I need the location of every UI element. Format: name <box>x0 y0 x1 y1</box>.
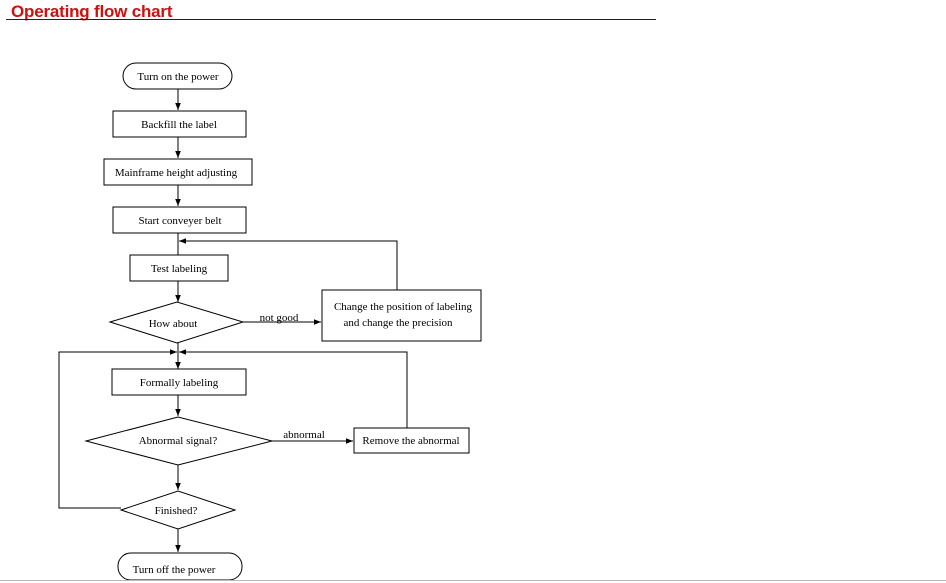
node-change-line1: Change the position of labeling <box>334 301 473 313</box>
node-power-on: Turn on the power <box>122 62 233 90</box>
edge-remove-loop-back <box>179 349 408 428</box>
node-backfill: Backfill the label <box>112 110 247 138</box>
node-backfill-label: Backfill the label <box>141 119 217 131</box>
node-change-position: Change the position of labeling and chan… <box>321 289 482 342</box>
node-finished: Finished? <box>119 490 237 530</box>
node-conveyer: Start conveyer belt <box>112 206 247 234</box>
node-mainframe-label: Mainframe height adjusting <box>115 167 238 179</box>
node-change-line2: and change the precision <box>343 317 453 329</box>
node-abnormal-signal-label: Abnormal signal? <box>139 435 218 447</box>
edge-label-abnormal: abnormal <box>283 429 325 441</box>
edge-change-loop-back <box>179 238 398 290</box>
node-abnormal-signal: Abnormal signal? <box>84 416 273 466</box>
node-how-about-label: How about <box>149 318 198 330</box>
node-conveyer-label: Start conveyer belt <box>138 215 221 227</box>
node-finished-label: Finished? <box>155 505 198 517</box>
node-formally-label: Formally labeling <box>140 377 219 389</box>
edge-label-not-good: not good <box>260 312 299 324</box>
page-bottom-divider <box>0 580 946 581</box>
node-mainframe: Mainframe height adjusting <box>103 158 253 186</box>
page-title: Operating flow chart <box>11 2 173 21</box>
connectors <box>58 89 408 552</box>
node-remove-abnormal-label: Remove the abnormal <box>362 435 459 447</box>
node-formally-labeling: Formally labeling <box>111 368 247 396</box>
node-test-labeling: Test labeling <box>129 254 229 282</box>
node-test-labeling-label: Test labeling <box>151 263 208 275</box>
node-how-about: How about <box>108 301 245 344</box>
node-power-off: Turn off the power <box>117 552 243 581</box>
node-remove-abnormal: Remove the abnormal <box>353 427 470 454</box>
node-power-on-label: Turn on the power <box>137 71 219 83</box>
title-divider <box>6 19 656 20</box>
edge-finished-loop-back <box>58 349 177 509</box>
node-power-off-label: Turn off the power <box>133 564 216 576</box>
